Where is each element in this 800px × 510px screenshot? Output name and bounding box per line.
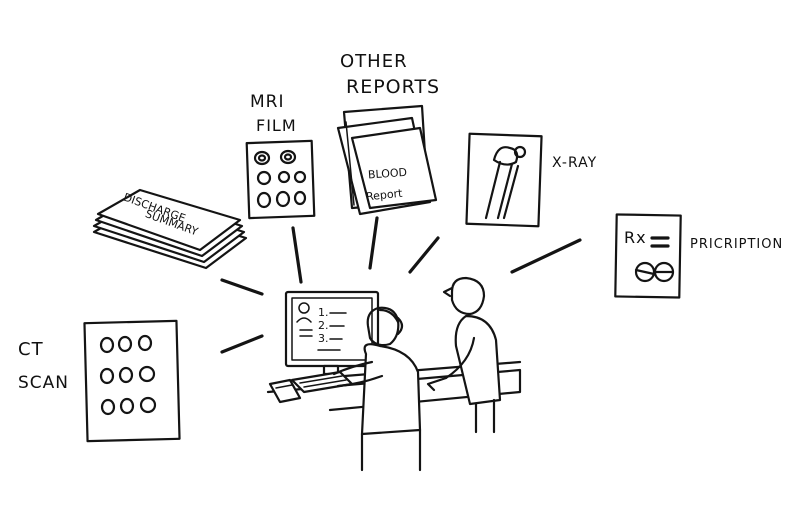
mri-label-line1: MRI [250,92,285,112]
connector-strokes [220,216,582,354]
prescription-label: PRICRIPTION [690,237,783,252]
blood-report-title-line2: Report [365,187,403,204]
screen-item-1: 1. [318,306,329,319]
ct-label-line2: SCAN [18,373,69,393]
prescription: Rx PRICRIPTION [614,213,783,299]
ct-scan: CT SCAN [18,319,181,443]
pills-icon [634,261,675,283]
other-reports-label-line2: REPORTS [346,76,440,98]
monitor-screen-content: 1. 2. 3. [296,302,347,351]
x-ray-label: X-RAY [552,155,597,171]
other-reports: OTHER REPORTS BLOOD Report [336,51,440,216]
bone-icon [484,145,527,220]
rx-symbol: Rx [624,228,647,247]
seated-clerk [332,306,422,472]
standing-person [426,276,502,434]
blood-report-title-line1: BLOOD [367,166,407,182]
computer-monitor [284,290,380,368]
other-reports-label-line1: OTHER [340,51,408,72]
mri-label-line2: FILM [256,116,297,135]
x-ray: X-RAY [465,132,597,228]
screen-item-3: 3. [318,332,329,345]
workstation: 1. 2. 3. [266,290,522,412]
mri-film: MRI FILM [245,92,316,220]
keyboard [290,370,354,394]
ct-label-line1: CT [18,339,44,360]
discharge-summary: DISCHARGE SUMMARY [92,188,248,270]
screen-item-2: 2. [318,319,329,332]
